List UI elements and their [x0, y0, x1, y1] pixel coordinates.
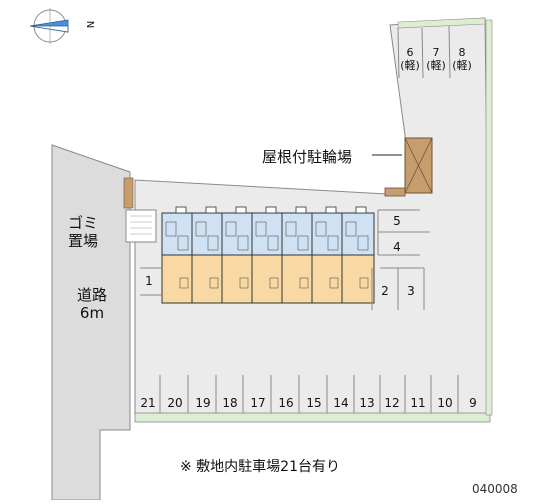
parking-space-12: 12	[384, 396, 400, 410]
road	[51, 144, 131, 501]
building-units	[161, 254, 375, 304]
parking-space-16: 16	[278, 396, 294, 410]
parking-space-1: 1	[145, 274, 153, 288]
footer-note: ※ 敷地内駐車場21台有り	[180, 459, 340, 475]
parking-space-10: 10	[437, 396, 453, 410]
compass-icon	[29, 8, 69, 44]
parking-space-19: 19	[195, 396, 211, 410]
hedge-right	[485, 19, 493, 416]
parking-space-8: 8(軽)	[452, 46, 472, 72]
parking-space-14: 14	[333, 396, 349, 410]
parking-space-13: 13	[359, 396, 375, 410]
parking-space-21: 21	[140, 396, 156, 410]
parking-space-17: 17	[250, 396, 266, 410]
hedge-bottom	[134, 412, 491, 423]
parking-space-3: 3	[407, 284, 415, 298]
parking-space-6: 6(軽)	[400, 46, 420, 72]
parking-space-7: 7(軽)	[426, 46, 446, 72]
garbage-label: ゴミ置場	[67, 214, 98, 250]
hedge-top	[397, 17, 486, 29]
parking-space-5: 5	[393, 214, 401, 228]
building	[161, 212, 375, 259]
parking-space-9: 9	[469, 396, 477, 410]
parking-space-2: 2	[381, 284, 389, 298]
parking-space-4: 4	[393, 240, 401, 254]
property-code: 040008	[472, 482, 518, 496]
bicycle-parking-label: 屋根付駐輪場	[262, 148, 353, 166]
parking-space-15: 15	[306, 396, 322, 410]
parking-space-11: 11	[410, 396, 426, 410]
compass-north-label: N	[84, 20, 96, 29]
parking-space-20: 20	[167, 396, 183, 410]
parking-space-18: 18	[222, 396, 238, 410]
garbage-area	[125, 209, 157, 243]
